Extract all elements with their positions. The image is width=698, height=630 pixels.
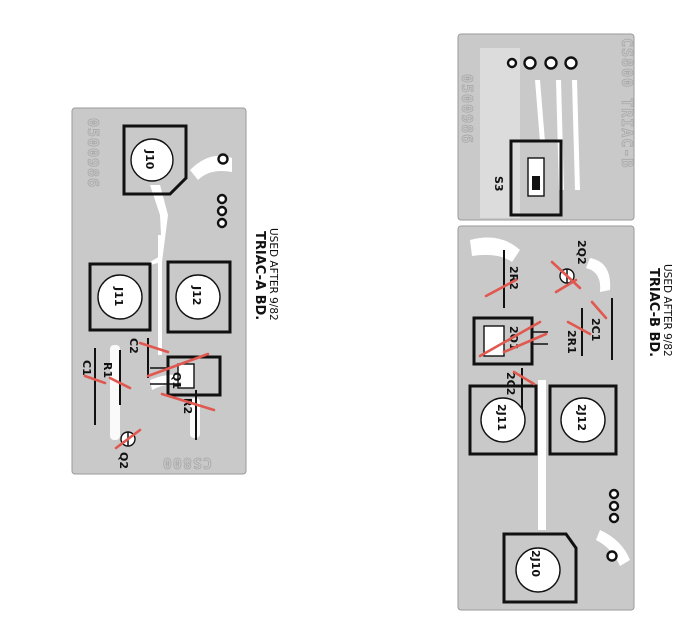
triac-a-r1: R1 (101, 350, 121, 405)
triac-a-c1: C1 (80, 348, 96, 425)
svg-text:J11: J11 (112, 286, 125, 306)
svg-text:Q1: Q1 (170, 372, 183, 389)
triac-b-board-code: CS800 TRIAC-B (618, 38, 636, 168)
triac-b-switch-pads (506, 56, 578, 70)
triac-b-2j11-connector: 2J11 (468, 384, 538, 456)
svg-text:2R2: 2R2 (507, 266, 520, 290)
triac-b-traces (470, 48, 630, 566)
svg-text:2J11: 2J11 (495, 404, 508, 431)
triac-b-2r1: 2R1 (565, 308, 583, 356)
triac-b-cut-marks (478, 260, 608, 386)
triac-b-caption: TRIAC-B BD. USED AFTER 9/82 (646, 264, 673, 357)
triac-b-switch-section (458, 34, 634, 220)
triac-b-part-number: 0500986 (458, 74, 476, 144)
triac-a-j10-connector: J10 (122, 124, 188, 196)
svg-text:C1: C1 (80, 360, 93, 376)
triac-b-2j10-connector: 2J10 (502, 532, 578, 604)
svg-text:C2: C2 (127, 338, 140, 354)
triac-a-title: TRIAC-A BD. (252, 231, 267, 320)
svg-text:J10: J10 (143, 149, 156, 170)
svg-text:2R1: 2R1 (565, 330, 578, 354)
triac-a-caption: TRIAC-A BD. USED AFTER 9/82 (252, 228, 279, 321)
svg-text:2J10: 2J10 (529, 550, 542, 577)
svg-text:S3: S3 (492, 176, 505, 192)
svg-text:2J12: 2J12 (575, 404, 588, 431)
svg-text:2C2: 2C2 (504, 372, 517, 395)
triac-b-title: TRIAC-B BD. (646, 268, 661, 357)
triac-a-j12-connector: J12 (166, 260, 232, 334)
svg-text:J12: J12 (190, 285, 203, 305)
triac-a-part-number: 0500986 (84, 118, 102, 188)
triac-b-pads (606, 488, 620, 562)
triac-b-2c1: 2C1 (589, 298, 613, 360)
triac-b-2j12-connector: 2J12 (548, 384, 618, 456)
triac-b-board: 0500986 CS800 TRIAC-B S3 2R2 2Q2 (457, 33, 636, 611)
svg-text:R1: R1 (101, 362, 114, 378)
triac-a-cut-marks (83, 341, 216, 450)
triac-b-subtitle: USED AFTER 9/82 (661, 264, 673, 357)
triac-a-subtitle: USED AFTER 9/82 (267, 228, 279, 321)
triac-a-pads (216, 153, 229, 229)
triac-b-s3-switch: S3 (492, 139, 563, 217)
svg-text:Q2: Q2 (117, 452, 130, 469)
triac-a-board-code: CS800 (162, 454, 212, 472)
triac-a-j11-connector: J11 (88, 262, 152, 332)
svg-text:2C1: 2C1 (589, 318, 602, 341)
triac-a-q1: Q1 (166, 355, 222, 397)
svg-text:2Q2: 2Q2 (575, 240, 588, 265)
triac-a-board: 0500986 CS800 J10 J11 J12 (71, 107, 247, 475)
triac-a-traces (110, 155, 232, 440)
